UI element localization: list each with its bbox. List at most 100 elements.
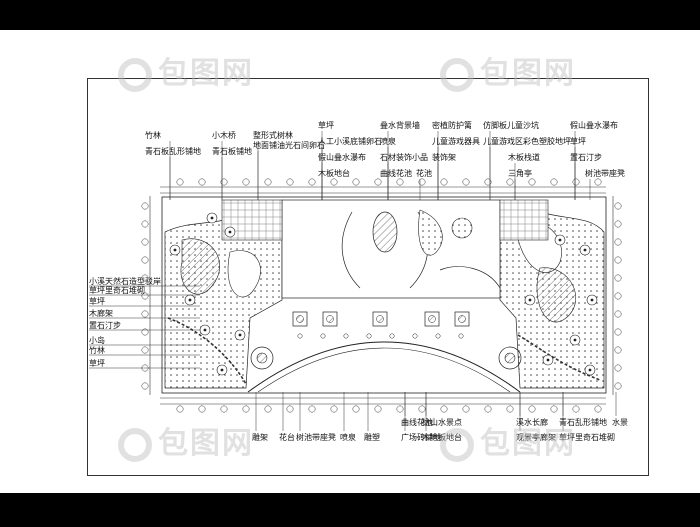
grid-bubble <box>330 178 338 186</box>
bench-tree-pit <box>320 333 326 339</box>
grid-bubble <box>330 405 338 413</box>
top-label: 小木桥 <box>212 130 236 140</box>
grid-bubble <box>141 292 149 300</box>
top-label: 假山叠水瀑布 <box>570 120 618 130</box>
bottom-label: 溪水长廊 <box>516 417 548 427</box>
top-label: 青石板铺地 <box>212 146 252 156</box>
grid-bubble <box>614 238 622 246</box>
grid-bubble <box>594 178 602 186</box>
grid-bubble <box>614 274 622 282</box>
bench-tree-pit <box>297 333 303 339</box>
tree-trunk <box>188 298 192 302</box>
grid-bubble <box>506 178 514 186</box>
grid-bubble <box>614 328 622 336</box>
grid-bubble <box>352 178 360 186</box>
grid-bubble <box>614 256 622 264</box>
grid-bubble <box>141 310 149 318</box>
tree-trunk <box>220 368 224 372</box>
tree-trunk <box>210 216 214 220</box>
right-round-pavilion <box>498 346 522 370</box>
bottom-label: 观景亭廊架 <box>516 432 556 442</box>
grid-bubble <box>550 178 558 186</box>
kids-play-area <box>418 209 443 256</box>
top-label: 草坪 <box>318 120 334 130</box>
grid-bubble <box>198 178 206 186</box>
left-label: 置石汀步 <box>89 321 121 330</box>
tree-trunk <box>228 230 232 234</box>
bench-tree-pit <box>435 333 441 339</box>
bottom-label: 广场砖铺地 <box>401 432 441 442</box>
bench-tree-pit <box>343 333 349 339</box>
sand-pit <box>451 217 473 239</box>
grid-bubble <box>242 405 250 413</box>
planter-tree <box>428 315 436 323</box>
grid-bubble <box>614 202 622 210</box>
grid-bubble <box>614 382 622 390</box>
planter-tree <box>326 315 334 323</box>
central-curve-left <box>341 211 361 289</box>
grid-bubble <box>141 382 149 390</box>
dimension-lines <box>149 186 614 405</box>
grid-bubble <box>528 405 536 413</box>
top-label: 地面铺油光石间卵石 <box>253 140 325 150</box>
tree-trunk <box>583 248 587 252</box>
grid-axis-markers <box>141 178 622 413</box>
play-path <box>439 266 501 289</box>
grid-bubble <box>220 178 228 186</box>
tree-trunk <box>528 298 532 302</box>
arc-promenade-outer <box>247 341 521 393</box>
site-plan <box>161 196 607 394</box>
top-label: 草坪 <box>570 136 586 146</box>
grid-bubble <box>614 220 622 228</box>
left-round-pavilion-core <box>256 352 268 364</box>
top-label: 花池 <box>416 168 432 178</box>
bottom-annotations: 雕架花台树池带座凳喷泉雕塑曲线花池广场砖铺地枯山水景点木地板地台溪水长廊观景亭廊… <box>252 417 628 442</box>
grid-bubble <box>614 310 622 318</box>
top-label: 木板地台 <box>318 168 350 178</box>
grid-bubble <box>198 405 206 413</box>
top-label: 喷泉 <box>380 136 396 146</box>
top-label: 密植防护篱 <box>432 120 472 130</box>
grid-bubble <box>418 405 426 413</box>
left-label: 小岛 <box>89 335 105 345</box>
bottom-label: 木地板地台 <box>422 432 462 442</box>
bottom-label: 草坪里奇石堆砌 <box>559 432 615 442</box>
plaza-planters <box>169 212 598 376</box>
grid-bubble <box>308 405 316 413</box>
tree-trunk <box>546 358 550 362</box>
grid-bubble <box>550 405 558 413</box>
planter-tree <box>296 315 304 323</box>
grid-bubble <box>176 178 184 186</box>
top-black-bar <box>0 0 700 30</box>
bottom-label: 喷泉 <box>340 432 356 442</box>
grid-bubble <box>396 178 404 186</box>
bottom-label: 树池带座凳 <box>296 432 336 442</box>
grid-bubble <box>286 178 294 186</box>
grid-bubble <box>141 220 149 228</box>
tree-trunk <box>573 338 577 342</box>
right-round-pavilion-core <box>504 352 516 364</box>
grid-bubble <box>418 178 426 186</box>
grid-bubble <box>440 178 448 186</box>
grid-bubble <box>614 292 622 300</box>
grid-bubble <box>141 256 149 264</box>
grid-bubble <box>484 405 492 413</box>
grid-bubble <box>141 328 149 336</box>
left-label: 草坪 <box>89 296 105 306</box>
grid-bubble <box>220 405 228 413</box>
top-label: 装饰架 <box>432 152 456 162</box>
grid-bubble <box>141 202 149 210</box>
grid-bubble <box>264 178 272 186</box>
top-label: 石材装饰小品 <box>380 152 428 162</box>
grid-bubble <box>374 405 382 413</box>
arc-promenade-inner <box>257 347 511 393</box>
top-label: 曲线花池 <box>380 168 412 178</box>
left-label: 小溪天然石造型驳岸 <box>89 276 161 286</box>
left-lawn-patch <box>227 250 261 298</box>
bottom-label: 水景 <box>612 417 628 427</box>
bottom-label: 雕架 <box>252 432 268 442</box>
bottom-label: 曲线花池 <box>401 417 433 427</box>
grid-bubble <box>462 178 470 186</box>
